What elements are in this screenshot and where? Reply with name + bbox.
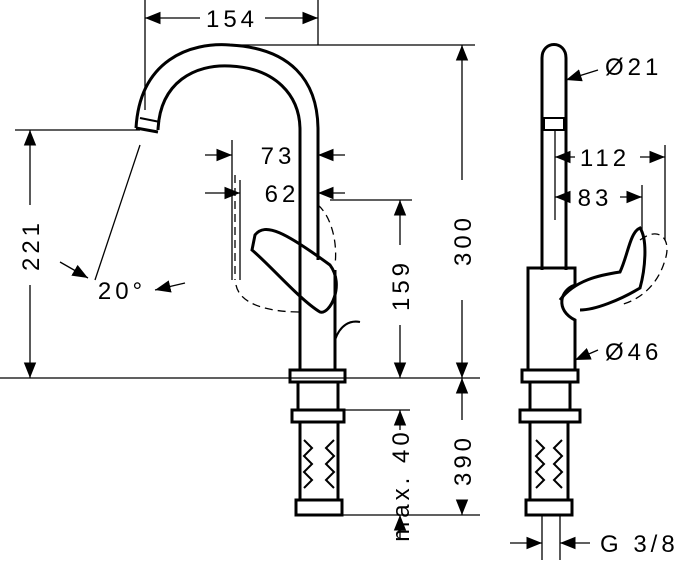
- dim-g38-label: G 3/8: [600, 531, 679, 558]
- dim-d21-label: Ø21: [605, 54, 662, 81]
- dim-max40-label: max. 40: [388, 428, 415, 541]
- extension-lines: [0, 0, 480, 516]
- dim-159-label: 159: [388, 259, 415, 311]
- side-dimension-arrows: [510, 69, 666, 560]
- dim-20deg-label: 20°: [98, 278, 146, 305]
- dim-300-label: 300: [450, 214, 477, 266]
- dim-d46-label: Ø46: [605, 339, 662, 366]
- dim-221-label: 221: [18, 219, 45, 271]
- dimension-arrows: [23, 11, 469, 540]
- dim-83-label: 83: [578, 185, 613, 212]
- side-view-faucet: [518, 43, 668, 517]
- dim-73-label: 73: [261, 143, 296, 170]
- dim-154-label: 154: [206, 6, 258, 33]
- dim-62-label: 62: [265, 181, 300, 208]
- front-view-faucet: [134, 43, 361, 517]
- dim-112-label: 112: [580, 145, 630, 172]
- dim-390-label: 390: [450, 434, 477, 486]
